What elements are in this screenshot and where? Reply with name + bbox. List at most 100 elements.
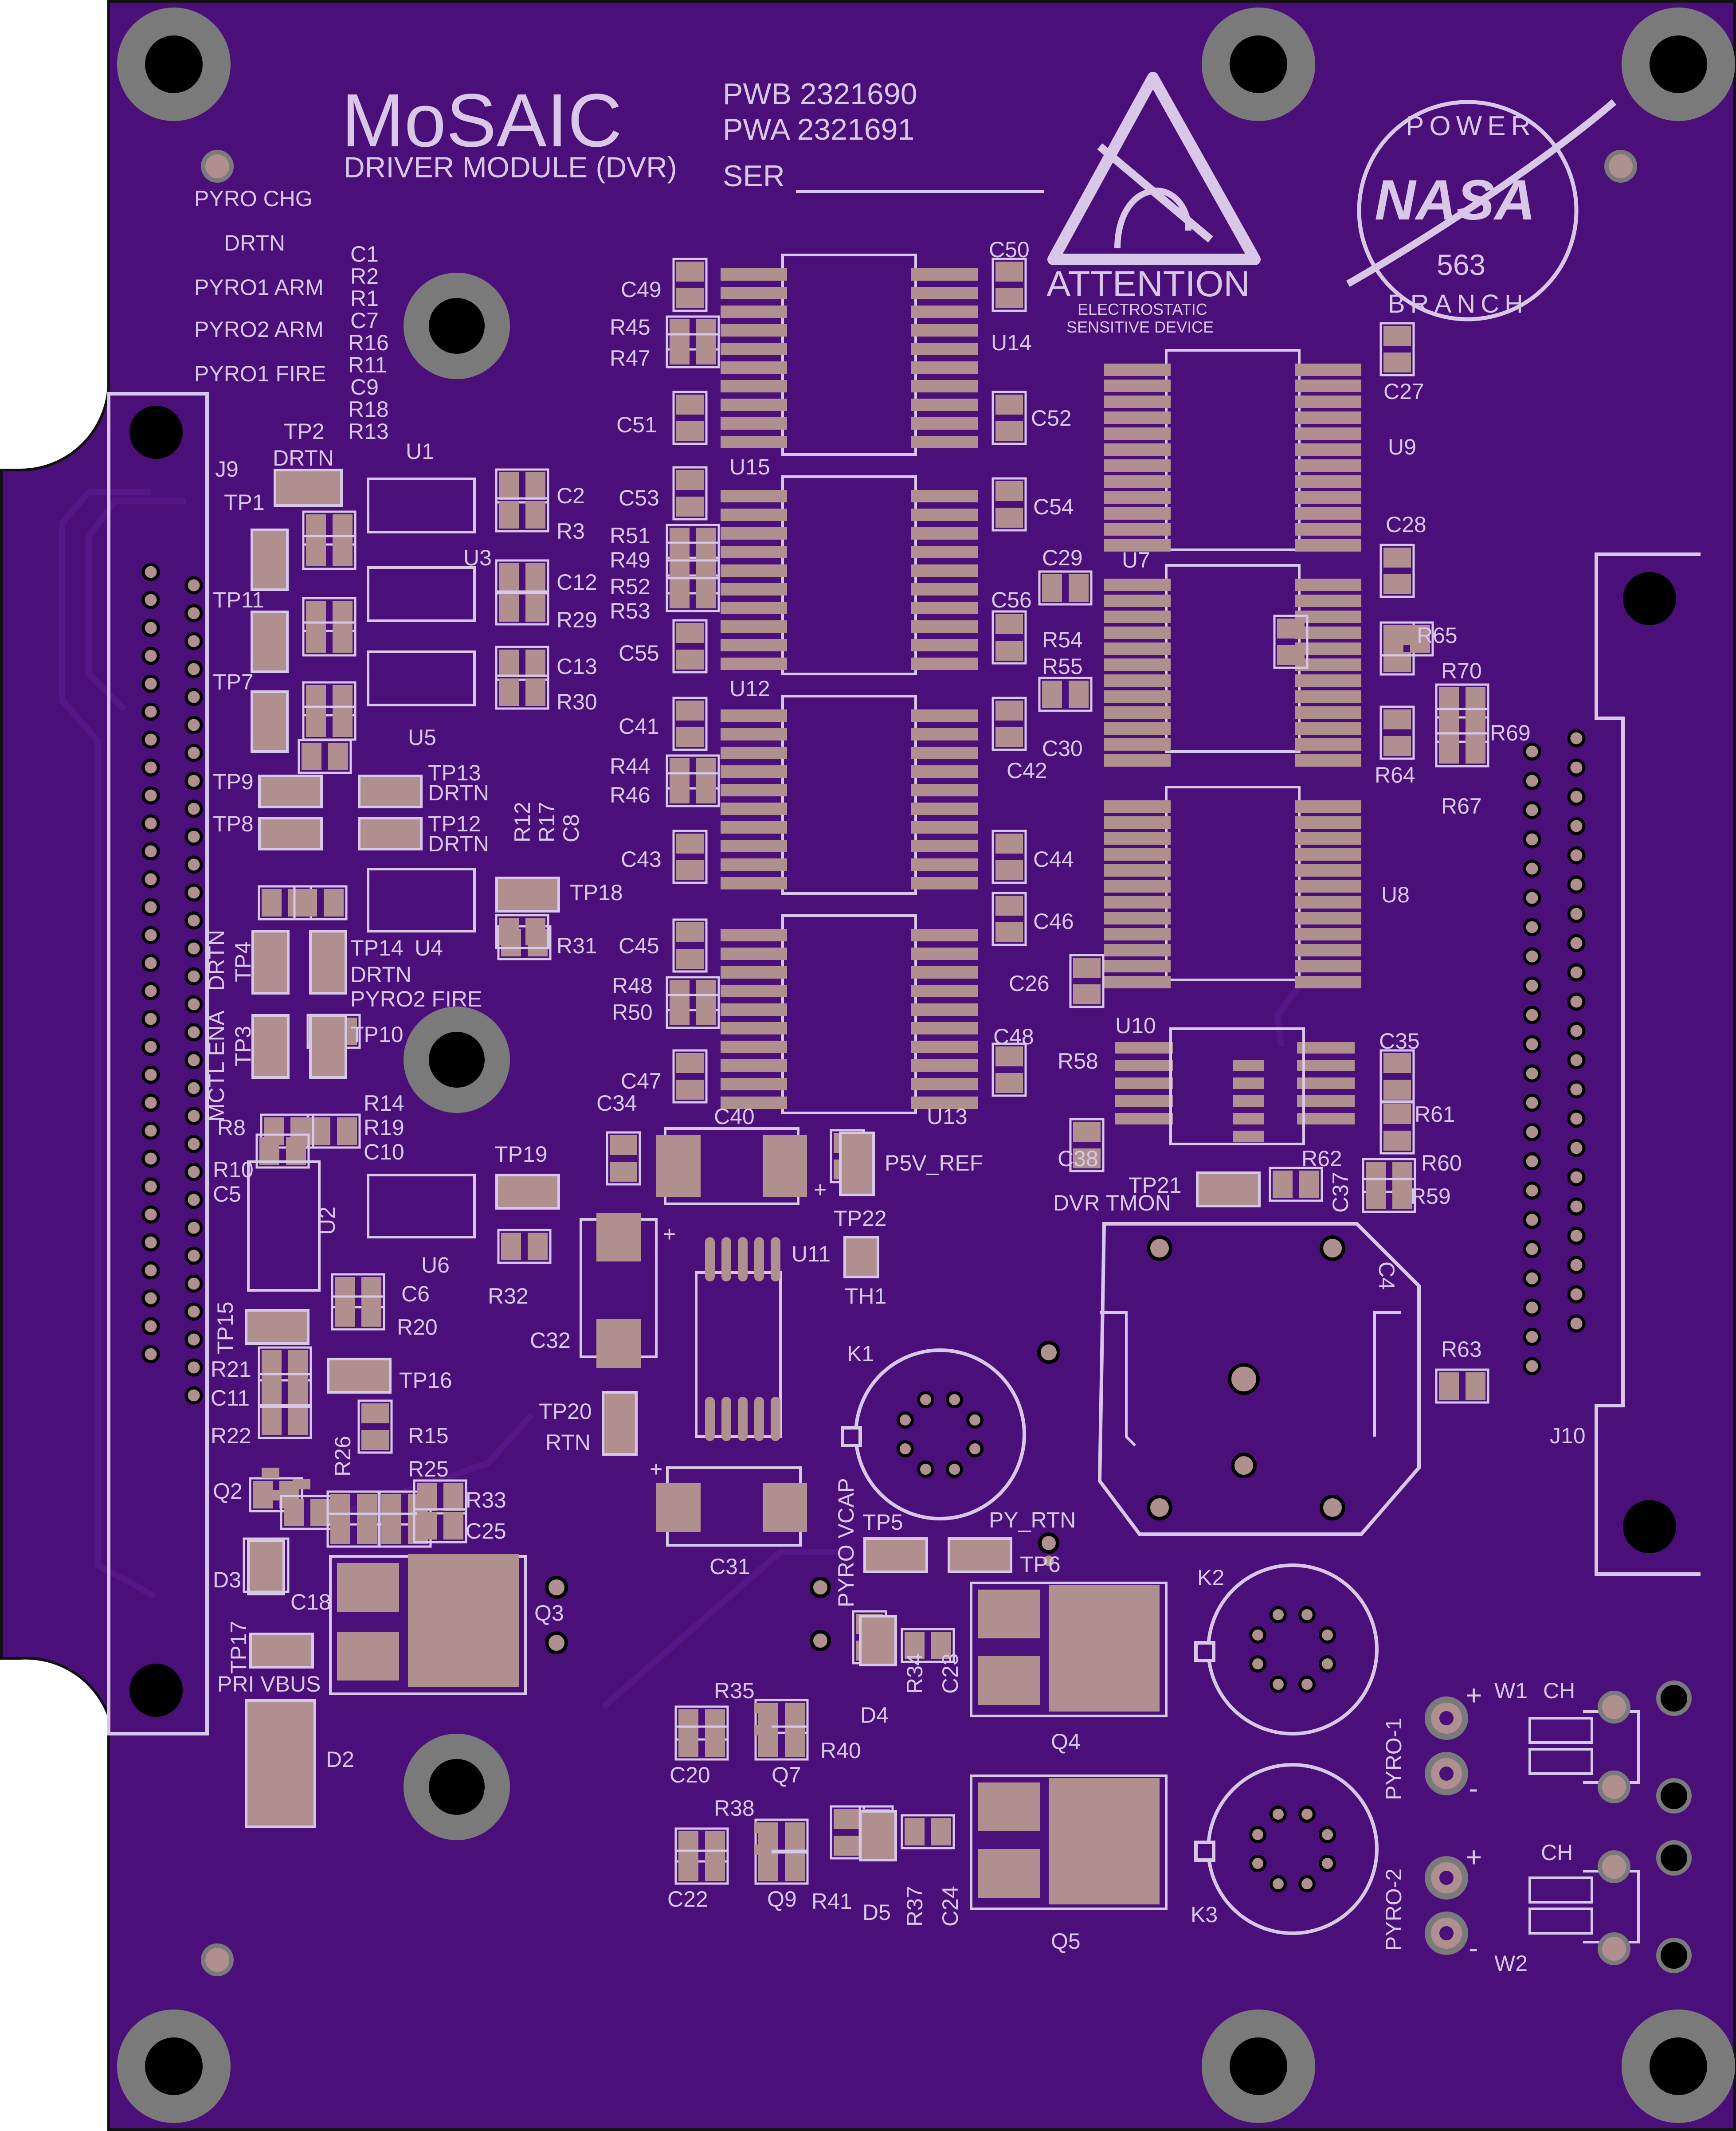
j10-pin (1567, 729, 1586, 748)
relay-pin (1269, 1606, 1287, 1623)
j10-pin (1523, 801, 1541, 819)
refdes-r37: R37 (902, 1886, 927, 1927)
mosfet-q3: Q3 (329, 1554, 568, 1695)
mount-hole-ml1 (404, 273, 510, 379)
ic-u15 (721, 475, 978, 675)
connector-screw-j9-bottom (129, 1664, 183, 1717)
refdes-c34: C34 (596, 1091, 637, 1116)
refdes-u13: U13 (927, 1104, 968, 1129)
mount-hole-br (1622, 2010, 1735, 2123)
j9-pin (141, 1149, 160, 1168)
logo-nasa: NASA (1375, 168, 1536, 232)
refdes-th1: TH1 (845, 1284, 886, 1308)
refdes-c2: C2 (556, 483, 585, 508)
refdes-u2: U2 (315, 1207, 340, 1235)
refdes-tp21: TP21 (1129, 1173, 1182, 1198)
j10-pin (1567, 875, 1586, 894)
relay-pin (1298, 1606, 1316, 1623)
refdes-tp6: TP6 (1020, 1552, 1061, 1577)
j9-pin (184, 688, 203, 706)
smd-part (302, 681, 357, 717)
j9-pin (184, 1358, 203, 1377)
smd-part (302, 621, 357, 657)
test-point (258, 775, 323, 808)
smd-part (357, 1399, 393, 1454)
ic-u12 (721, 695, 978, 895)
j9-pin (184, 1107, 203, 1125)
refdes-r64: R64 (1375, 763, 1415, 787)
j9-pin (184, 855, 203, 874)
smd-part (255, 1133, 310, 1169)
smd-part (672, 466, 708, 521)
test-point (309, 1014, 347, 1079)
j9-pin (141, 842, 160, 861)
refdes-u3: U3 (463, 545, 492, 570)
smd-part (1069, 954, 1105, 1008)
refdes-r33: R33 (466, 1488, 506, 1512)
j9-pin (184, 1218, 203, 1237)
j9-pin (141, 898, 160, 917)
connector-j9: J9 (107, 392, 239, 1735)
j10-pin (1567, 1256, 1586, 1274)
j9-pin (184, 1274, 203, 1293)
refdes-r51: R51 (610, 523, 651, 548)
w1-plus: + (1466, 1679, 1482, 1711)
refdes-r48: R48 (612, 973, 653, 998)
ref-stack-4: R16 (348, 330, 389, 355)
refdes-r21: R21 (211, 1357, 251, 1382)
j10-pin-rows (1523, 729, 1586, 1375)
test-point (358, 775, 423, 808)
j10-pin (1523, 1357, 1541, 1375)
refdes-c20: C20 (670, 1763, 710, 1787)
net-label-dvr-tmon: DVR TMON (1053, 1191, 1171, 1215)
relay-k1: K1 (841, 1341, 1026, 1520)
smd-part (1435, 1368, 1489, 1404)
smd-part (1435, 683, 1489, 719)
test-point (245, 1309, 310, 1345)
j9-pin (184, 1051, 203, 1069)
j10-pin (1523, 1298, 1541, 1317)
j10-pin (1523, 1152, 1541, 1171)
smd-pads (243, 258, 1489, 1885)
j10-pin (1567, 1051, 1586, 1069)
refdes-r47: R47 (610, 346, 651, 371)
j10-pin (1523, 830, 1541, 849)
refdes-r14: R14 (364, 1091, 404, 1116)
label-j9: J9 (215, 457, 239, 482)
j10-pin (1567, 1197, 1586, 1216)
smd-part (258, 1404, 312, 1439)
relay-pin (1319, 1825, 1336, 1843)
refdes-tp4: TP4 (231, 941, 255, 982)
refdes-c38: C38 (1058, 1146, 1098, 1171)
j9-pin (141, 786, 160, 805)
j9-pin (141, 1066, 160, 1084)
smd-part (495, 646, 549, 681)
label-c40: C40 (714, 1104, 755, 1129)
j9-pin (184, 744, 203, 762)
refdes-tp5: TP5 (862, 1510, 903, 1535)
note-pyro1-fire: PYRO1 FIRE (194, 361, 326, 386)
refdes-c49: C49 (621, 277, 662, 302)
refdes-tp14: TP14 (350, 936, 404, 960)
j9-pin (141, 702, 160, 721)
smd-part (666, 577, 720, 612)
mount-hole-bl (117, 2010, 231, 2123)
refdes-d5: D5 (862, 1900, 891, 1925)
label-w1: W1 (1494, 1678, 1528, 1703)
smd-part (666, 772, 720, 807)
label-q5: Q5 (1051, 1929, 1081, 1954)
sot-part (754, 1703, 803, 1735)
j9-pin (184, 883, 203, 902)
smd-part (413, 1479, 467, 1515)
smd-part (672, 918, 708, 973)
refdes-u4: U4 (415, 936, 443, 960)
j9-pin-rows (141, 563, 203, 1405)
connector-screw-j10-bottom (1623, 1500, 1676, 1553)
j9-pin (141, 954, 160, 972)
j9-pin (141, 870, 160, 889)
relay-pin (966, 1440, 984, 1458)
j9-pin (184, 632, 203, 650)
refdes-r10: R10 (213, 1157, 254, 1182)
j10-pin (1567, 905, 1586, 923)
svg-text:+: + (663, 1222, 676, 1246)
